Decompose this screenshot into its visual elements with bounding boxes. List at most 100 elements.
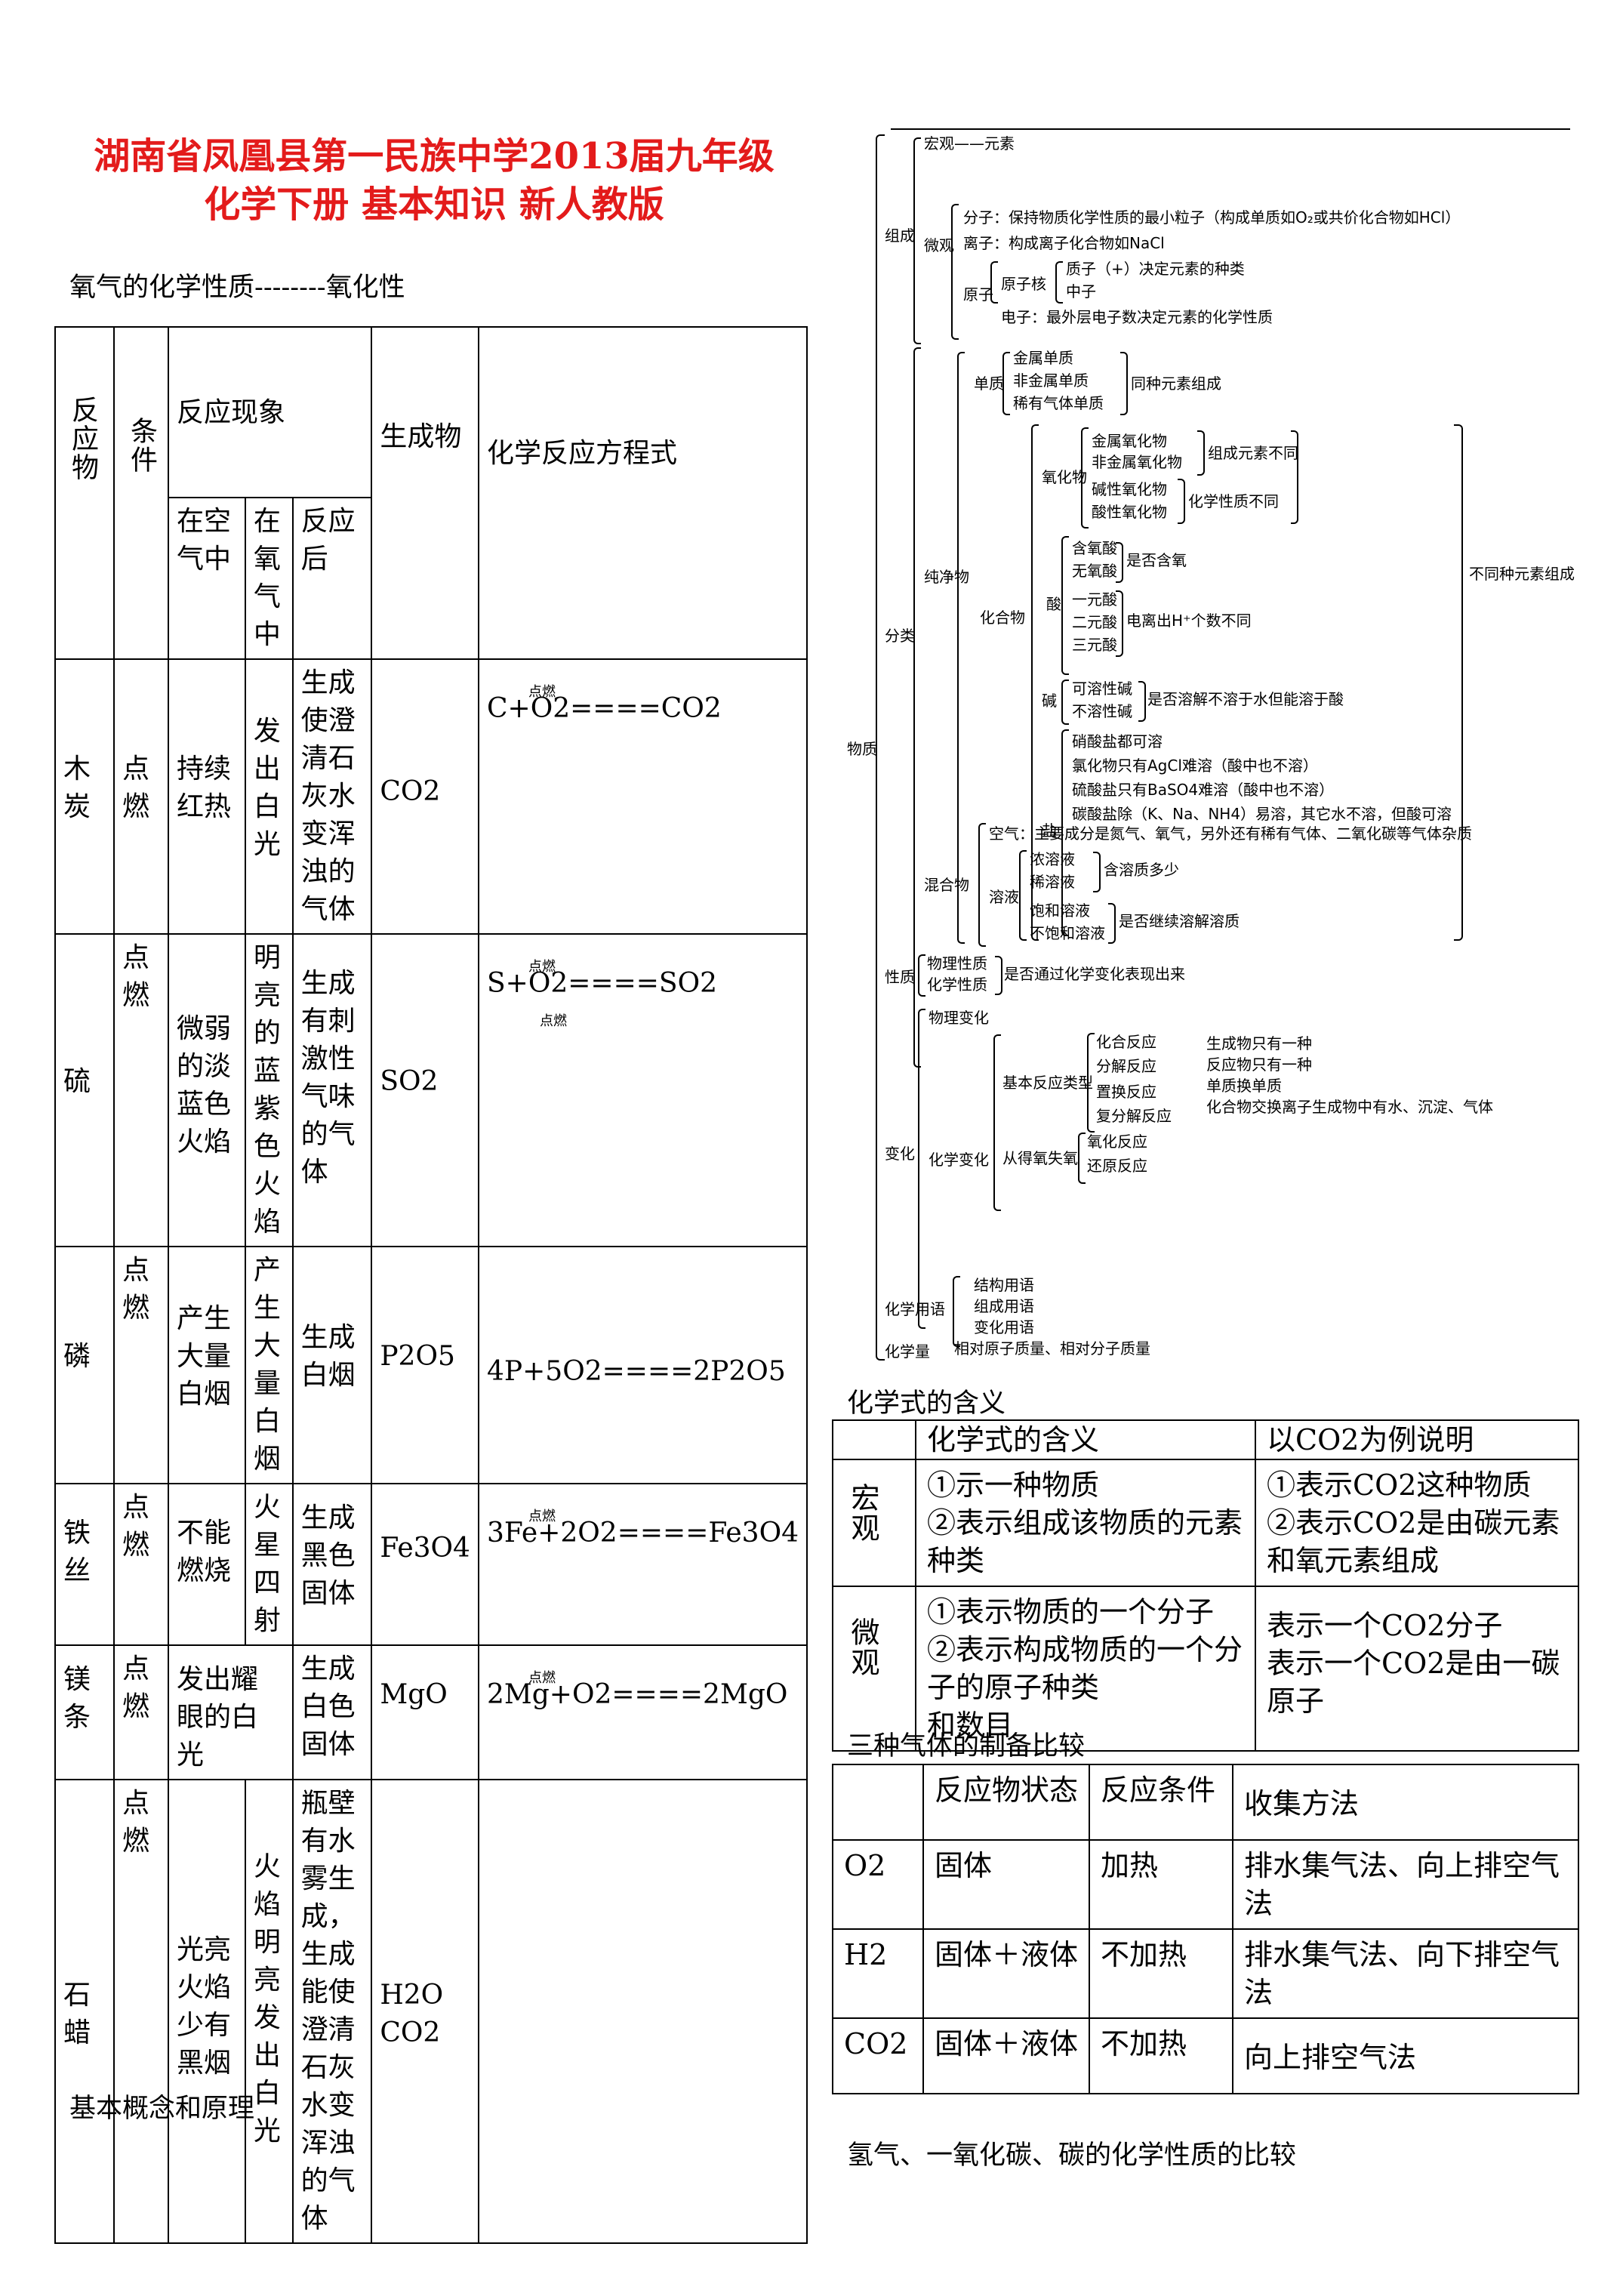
node-hanrongzhi: 含溶质多少	[1104, 861, 1179, 879]
reactant-cell: 镁条	[54, 1644, 115, 1780]
node-zhihuan: 置换反应	[1096, 1083, 1156, 1101]
node-baohe: 饱和溶液	[1030, 901, 1090, 920]
bracket	[1108, 903, 1116, 944]
condition-mark: 点燃	[528, 684, 556, 700]
node-jinshu-yhw: 金属氧化物	[1092, 432, 1167, 450]
bracket	[876, 134, 885, 1361]
header-condition: 反应条件	[1089, 1764, 1233, 1841]
node-wuli-xz: 物理性质	[927, 954, 987, 972]
node-shifou-bh: 是否通过化学变化表现出来	[1004, 965, 1185, 983]
header-equation: 化学反应方程式	[478, 326, 808, 660]
bracket	[1454, 424, 1463, 941]
node-suanxing-yhw: 酸性氧化物	[1092, 503, 1167, 521]
node-jianxing-yhw: 碱性氧化物	[1092, 480, 1167, 498]
product-cell: CO2	[371, 658, 479, 935]
node-bubaohe: 不饱和溶液	[1030, 924, 1105, 942]
node-fufenjie: 复分解反应	[1096, 1107, 1172, 1125]
after-cell: 生成白烟	[291, 1246, 373, 1484]
table-row: H2 固体＋液体 不加热 排水集气法、向下排空气法	[832, 1928, 1579, 2019]
bracket	[1197, 430, 1205, 476]
state-cell: 固体	[922, 1839, 1090, 1930]
node-huahewu: 化合物	[980, 609, 1025, 627]
node-huaxueliang: 化学量	[885, 1342, 930, 1361]
header-reactant: 反应物	[67, 396, 98, 482]
equation-cell: 2Mg+O2====2MgO	[487, 1679, 788, 1710]
node-huaxue-xz: 化学性质	[927, 975, 987, 994]
in-air-cell: 持续红热	[167, 658, 246, 935]
after-cell: 生成有刺激性气味的气体	[291, 933, 373, 1247]
concept-tree: 物质 组成 宏观——元素 微观 分子：保持物质化学性质的最小粒子（构成单质如O₂…	[830, 128, 1585, 1367]
formula-meaning-table: 化学式的含义 以CO2为例说明 宏观 ①示一种物质 ②表示组成该物质的元素种类 …	[832, 1419, 1579, 1752]
node-jixu: 是否继续溶解溶质	[1119, 912, 1240, 930]
bracket	[953, 1276, 960, 1347]
section-gases: 三种气体的制备比较	[847, 1731, 1086, 1761]
header-formula-meaning: 化学式的含义	[915, 1419, 1256, 1460]
node-zhongzi: 中子	[1066, 282, 1096, 300]
condition-cell: 不加热	[1089, 2017, 1233, 2094]
row-label: 宏观	[832, 1459, 916, 1587]
condition-cell: 点燃	[112, 1779, 169, 2244]
condition-cell: 点燃	[112, 1644, 169, 1780]
node-xingzhi: 性质	[885, 968, 915, 986]
node-sanyuan: 三元酸	[1072, 636, 1117, 654]
bracket	[993, 1034, 1001, 1211]
bracket	[1019, 850, 1027, 941]
node-eryuan: 二元酸	[1072, 613, 1117, 631]
product-cell: H2O CO2	[371, 1779, 479, 2244]
node-fenzi: 分子：保持物质化学性质的最小粒子（构成单质如O₂或共价化合物如HCl）	[963, 208, 1461, 227]
condition-mark: 点燃	[528, 959, 556, 975]
node-wuzhi: 物质	[847, 740, 877, 758]
header-collect: 收集方法	[1232, 1764, 1579, 1841]
node-yiyuan: 一元酸	[1072, 590, 1117, 609]
node-jiben: 基本反应类型	[1002, 1074, 1093, 1092]
node-jinshu-dz: 金属单质	[1013, 349, 1073, 367]
bracket	[1061, 729, 1069, 936]
node-hongguan: 宏观——元素	[924, 134, 1015, 153]
formula-cell: ①表示物质的一个分子 ②表示构成物质的一个分子的原子种类 和数目	[915, 1586, 1256, 1752]
bracket	[1055, 261, 1063, 304]
node-suan: 酸	[1046, 595, 1061, 613]
node-dianli: 电离出H⁺个数不同	[1126, 612, 1252, 630]
in-air-cell: 不能燃烧	[167, 1483, 246, 1646]
header-co2-example: 以CO2为例说明	[1255, 1419, 1579, 1460]
bracket	[1078, 1133, 1086, 1184]
node-tongzhong: 同种元素组成	[1131, 374, 1221, 393]
bracket	[1116, 590, 1123, 657]
node-jiegou: 结构用语	[974, 1276, 1034, 1294]
section-compare: 氢气、一氧化碳、碳的化学性质的比较	[847, 2140, 1297, 2171]
node-bianhua: 变化	[885, 1145, 915, 1163]
bracket	[957, 352, 965, 944]
node-xi: 稀溶液	[1030, 873, 1075, 891]
bracket	[913, 137, 921, 344]
bracket	[1291, 430, 1298, 524]
equation-cell: 3Fe+2O2====Fe3O4	[487, 1518, 799, 1549]
row-label: 微观	[832, 1586, 916, 1752]
condition-cell: 点燃	[112, 1483, 169, 1646]
header-product: 生成物	[371, 326, 479, 660]
state-cell: 固体＋液体	[922, 2017, 1090, 2094]
table-row: 硫 点燃 微弱的淡蓝色火焰 明亮的蓝紫色火焰 生成有刺激性气味的气体 SO2 点…	[54, 933, 808, 1247]
header-in-oxygen: 在氧气中	[244, 497, 294, 660]
node-huaxue-bt: 化学性质不同	[1188, 492, 1279, 510]
condition-mark: 点燃	[528, 1670, 556, 1686]
section-oxygen: 氧气的化学性质--------氧化性	[69, 273, 405, 303]
in-air-cell: 产生大量白烟	[167, 1246, 246, 1484]
node-yongyu: 化学用语	[885, 1300, 945, 1318]
in-oxygen-cell: 明亮的蓝紫色火焰	[244, 933, 294, 1247]
after-cell: 生成使澄清石灰水变浑浊的气体	[291, 658, 373, 935]
example-cell: ①表示CO2这种物质 ②表示CO2是由碳元素和氧元素组成	[1255, 1459, 1579, 1587]
bracket	[1120, 352, 1128, 415]
table-row: 石蜡 点燃 光亮火焰少有黑烟 火焰明亮发出白光 瓶壁有水雾生成，生成能使澄清石灰…	[54, 1779, 808, 2244]
node-yuanzihe: 原子核	[1001, 275, 1046, 293]
node-d3: 单质换单质	[1206, 1077, 1282, 1095]
example-cell: 表示一个CO2分子 表示一个CO2是由一碳原子	[1255, 1586, 1579, 1752]
reactant-cell: 硫	[54, 933, 115, 1247]
node-shifou-rs: 是否溶解不溶于水但能溶于酸	[1147, 690, 1344, 708]
node-liusuan: 硫酸盐只有BaSO4难溶（酸中也不溶）	[1072, 781, 1335, 799]
bracket	[1178, 479, 1185, 524]
node-butong-yuansu: 不同种元素组成	[1469, 565, 1575, 583]
header-state: 反应物状态	[922, 1764, 1090, 1841]
